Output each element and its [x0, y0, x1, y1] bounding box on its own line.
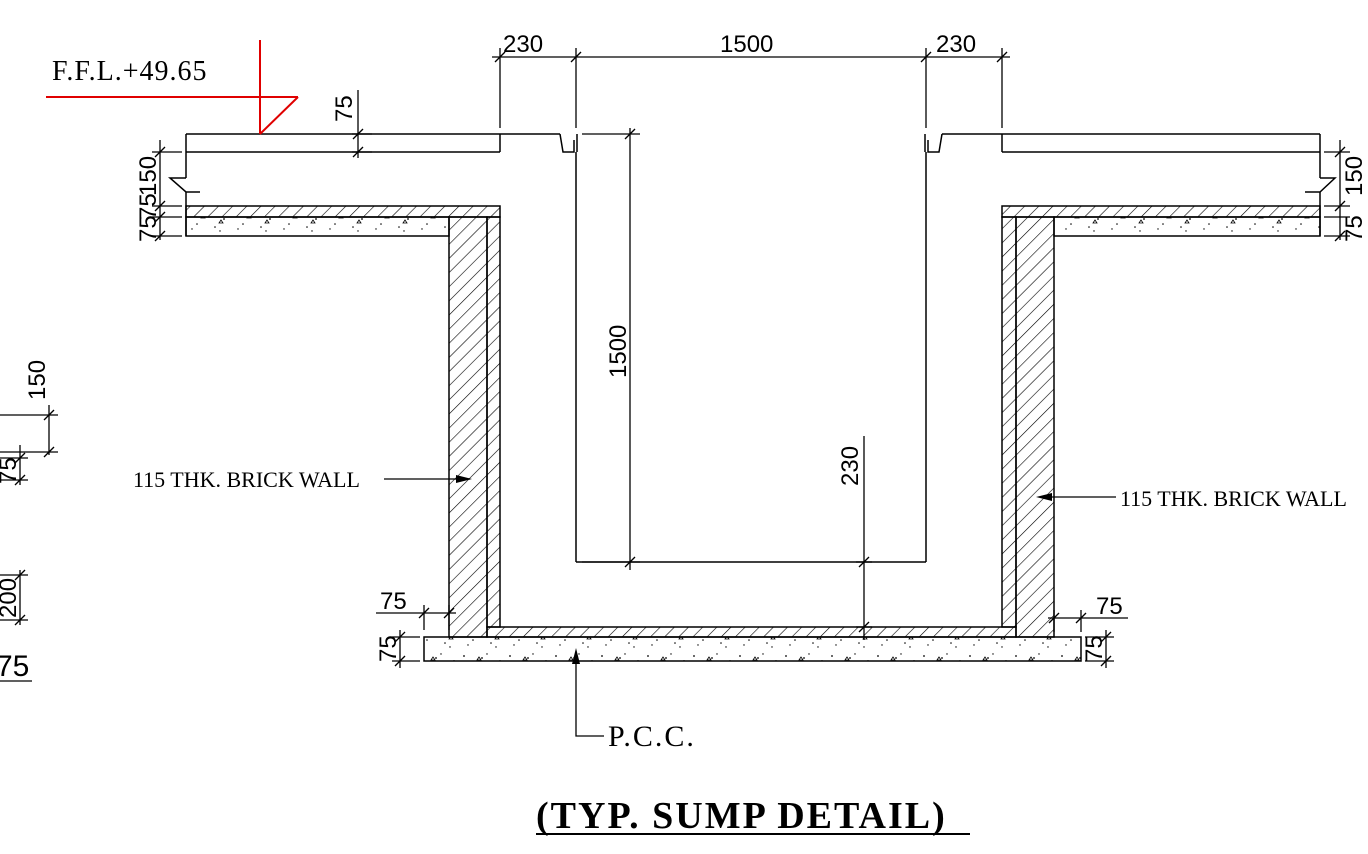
- dim-edge-75: 75: [0, 457, 22, 484]
- dim-left-150: 150: [135, 156, 162, 196]
- ffl-level-marker: [46, 40, 299, 135]
- dim-top-opening: 1500: [720, 31, 773, 58]
- dim-bottom-right-75: 75: [1096, 593, 1123, 620]
- dim-edge-200: 200: [0, 578, 22, 618]
- dim-top-wall-right: 230: [936, 31, 976, 58]
- ffl-label: F.F.L.+49.65: [52, 56, 208, 87]
- dim-depth-230: 230: [837, 446, 864, 486]
- wall-label-left: 115 THK. BRICK WALL: [133, 467, 360, 492]
- dim-depth-1500: 1500: [605, 325, 632, 378]
- dim-left-75a: 75: [135, 193, 162, 220]
- top-pcc-right: [1001, 205, 1321, 237]
- brick-wall-left: [448, 216, 501, 638]
- dim-bottom-left-75: 75: [380, 588, 407, 615]
- floor-slab-right: [1001, 133, 1337, 236]
- dimension-lines: [0, 48, 1350, 737]
- leader-arrowheads: [456, 475, 1052, 664]
- brick-wall-right: [1001, 216, 1055, 638]
- dim-bottom-left-75v: 75: [375, 635, 402, 662]
- dim-left-75b: 75: [135, 215, 162, 242]
- pcc-label: P.C.C.: [608, 720, 696, 753]
- dim-right-75: 75: [1341, 215, 1368, 242]
- sump-opening-frame: [500, 133, 1002, 153]
- sump-floor: [423, 626, 1082, 662]
- dim-edge-150: 150: [24, 360, 51, 400]
- dim-right-150: 150: [1341, 156, 1368, 196]
- wall-label-right: 115 THK. BRICK WALL: [1120, 486, 1347, 511]
- dim-slab-75: 75: [331, 95, 358, 122]
- dim-edge-big-75: 75: [0, 650, 29, 683]
- dim-top-wall-left: 230: [503, 31, 543, 58]
- dim-bottom-right-75v: 75: [1081, 635, 1108, 662]
- drawing-title: (TYP. SUMP DETAIL): [536, 795, 947, 837]
